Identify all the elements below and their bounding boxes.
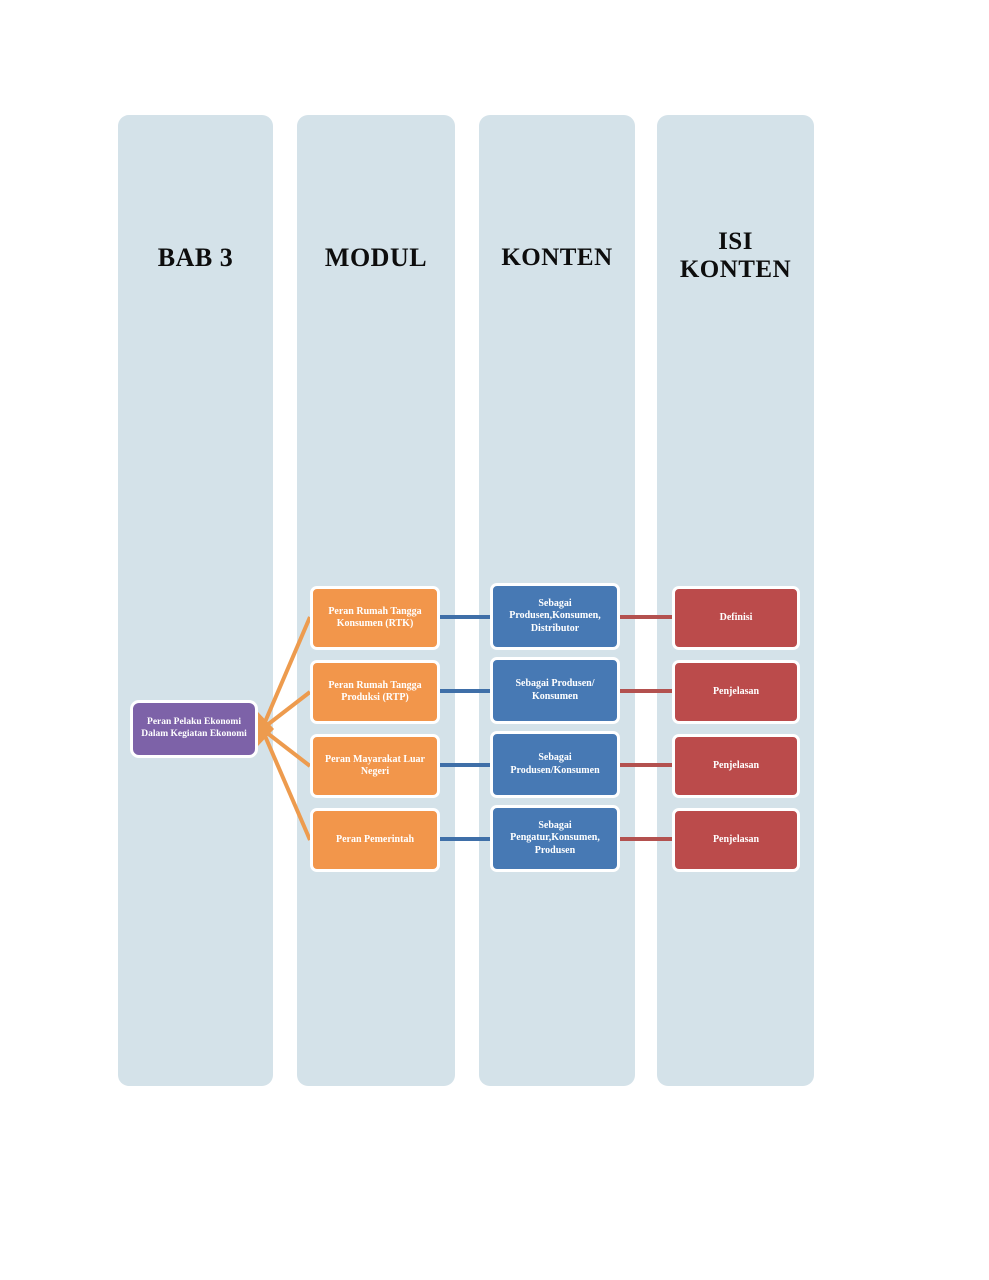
column-title-bab3: BAB 3 [157,243,234,272]
column-band-bab3 [118,115,273,1086]
node-modul-1[interactable]: Peran Rumah Tangga Produksi (RTP) [310,660,440,724]
node-konten-1[interactable]: Sebagai Produsen/ Konsumen [490,657,620,724]
node-isi-3[interactable]: Penjelasan [672,808,800,872]
column-title-konten: KONTEN [501,244,613,271]
node-isi-1[interactable]: Penjelasan [672,660,800,724]
column-title-isi: ISI KONTEN [679,228,792,283]
node-modul-3[interactable]: Peran Pemerintah [310,808,440,872]
node-isi-2[interactable]: Penjelasan [672,734,800,798]
node-isi-0[interactable]: Definisi [672,586,800,650]
node-root-peran-pelaku-ekonomi[interactable]: Peran Pelaku Ekonomi Dalam Kegiatan Ekon… [130,700,258,758]
node-konten-3[interactable]: Sebagai Pengatur,Konsumen, Produsen [490,805,620,872]
node-konten-2[interactable]: Sebagai Produsen/Konsumen [490,731,620,798]
column-title-modul: MODUL [324,243,428,272]
node-modul-0[interactable]: Peran Rumah Tangga Konsumen (RTK) [310,586,440,650]
node-konten-0[interactable]: Sebagai Produsen,Konsumen, Distributor [490,583,620,650]
node-modul-2[interactable]: Peran Mayarakat Luar Negeri [310,734,440,798]
